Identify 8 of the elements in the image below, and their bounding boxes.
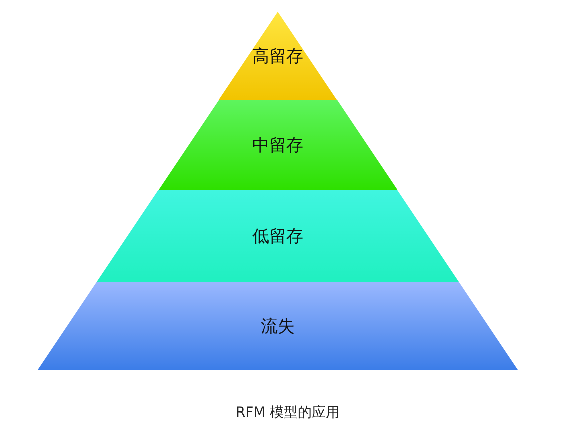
pyramid-layer	[96, 190, 459, 282]
pyramid-layer	[219, 12, 337, 100]
layer-label: 低留存	[251, 226, 304, 248]
layer-label: 中留存	[251, 135, 304, 157]
layer-label: 高留存	[251, 46, 304, 68]
layer-label: 流失	[260, 316, 296, 338]
caption: RFM 模型的应用	[236, 404, 340, 422]
pyramid-layer	[38, 282, 518, 370]
